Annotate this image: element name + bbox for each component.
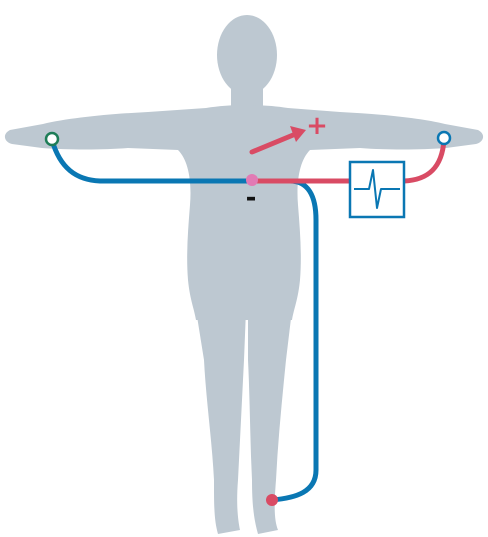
right-wrist-electrode	[438, 132, 450, 144]
negative-label: -	[246, 183, 257, 213]
positive-label: +	[306, 111, 328, 141]
torso-and-arms	[5, 105, 483, 320]
left-leg	[196, 310, 246, 534]
left-wrist-electrode	[46, 133, 58, 145]
ankle-electrode	[266, 494, 278, 506]
ecg-monitor	[350, 162, 404, 217]
head	[217, 15, 277, 95]
human-silhouette	[5, 15, 483, 534]
